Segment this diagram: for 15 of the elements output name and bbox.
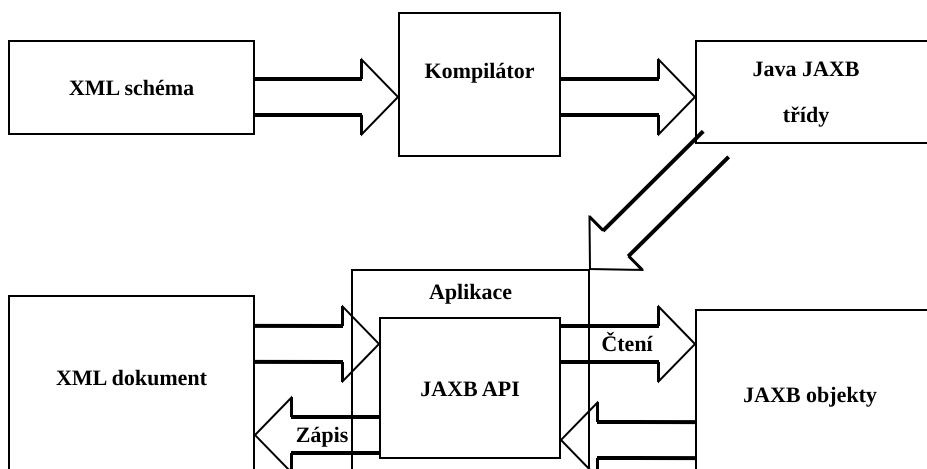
process-box [8, 295, 255, 469]
box-label: Kompilátor [424, 57, 534, 85]
box-label: Aplikace [428, 278, 512, 306]
box-label: XML dokument [56, 364, 207, 392]
process-box [398, 12, 561, 157]
process-box [379, 317, 561, 459]
container-box [351, 269, 590, 469]
box-label: JAXB API [420, 374, 520, 402]
box-label: XML schéma [68, 74, 194, 102]
box-label: JAXB objekty [743, 380, 877, 409]
box-label: Java JAXB třídy [752, 55, 860, 129]
process-box [695, 309, 927, 469]
process-box [695, 40, 927, 144]
edge-label: Zápis [294, 424, 350, 446]
process-box [8, 40, 255, 135]
